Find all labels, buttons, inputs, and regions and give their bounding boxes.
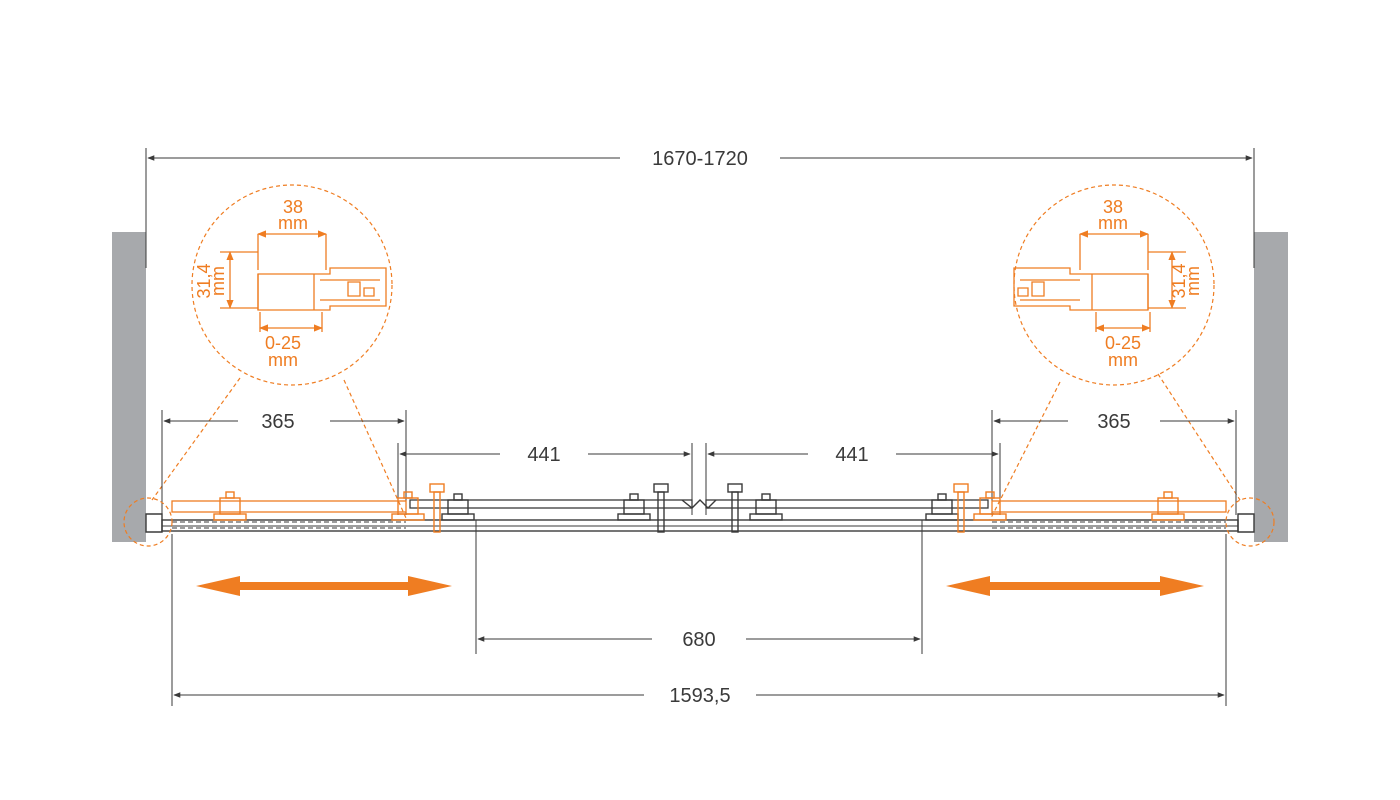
left-fixed-panel: [171, 500, 407, 529]
right-side-dimension: 365: [991, 410, 1237, 515]
profile-width-label: 1593,5: [669, 685, 730, 707]
overall-width-label: 1670-1720: [652, 148, 748, 170]
door-roller-1: [441, 493, 475, 521]
roller-left-inner: [391, 491, 425, 521]
left-width-value: 38: [283, 197, 303, 217]
profile-width-dimension: 1593,5: [171, 534, 1227, 707]
roller-right-inner: [973, 491, 1007, 521]
left-profile-detail: 38 mm 31,4 mm 0-25 mm: [151, 184, 407, 519]
right-fixed-panel: [991, 500, 1227, 529]
right-center-dimension: 441: [705, 443, 1001, 515]
right-adjust-value: 0-25: [1105, 333, 1141, 353]
right-side-label: 365: [1097, 411, 1130, 433]
right-width-value: 38: [1103, 197, 1123, 217]
right-width-unit: mm: [1098, 213, 1128, 233]
double-arrow-icon: [946, 576, 1204, 596]
left-height-unit: mm: [208, 266, 228, 296]
left-side-dimension: 365: [161, 410, 407, 515]
left-height-value: 31,4: [194, 263, 214, 298]
left-center-label: 441: [527, 444, 560, 466]
handle-right-panel: [953, 483, 969, 533]
left-sliding-door: [409, 499, 693, 509]
overall-width-dimension: 1670-1720: [145, 148, 1255, 268]
handle-right-door: [727, 483, 743, 533]
left-wall-profile: [145, 513, 163, 533]
handle-left-door: [653, 483, 669, 533]
right-height-unit: mm: [1183, 266, 1203, 296]
left-width-unit: mm: [278, 213, 308, 233]
center-seal: [681, 499, 717, 509]
handle-left-panel: [429, 483, 445, 533]
right-sliding-arrow: [946, 576, 1204, 596]
door-roller-3: [749, 493, 783, 521]
right-wall-profile: [1237, 513, 1255, 533]
left-sliding-arrow: [196, 576, 452, 596]
roller-left-outer: [213, 491, 247, 521]
left-adjust-unit: mm: [268, 350, 298, 370]
left-center-dimension: 441: [397, 443, 693, 515]
right-height-value: 31,4: [1169, 263, 1189, 298]
opening-dimension: 680: [475, 520, 923, 654]
right-wall: [1254, 232, 1288, 542]
left-wall: [112, 232, 146, 542]
right-center-label: 441: [835, 444, 868, 466]
door-roller-4: [925, 493, 959, 521]
left-side-label: 365: [261, 411, 294, 433]
right-adjust-unit: mm: [1108, 350, 1138, 370]
shower-door-assembly: [123, 483, 1275, 547]
left-adjust-value: 0-25: [265, 333, 301, 353]
right-profile-detail: 38 mm 31,4 mm 0-25 mm: [989, 184, 1241, 521]
door-roller-2: [617, 493, 651, 521]
double-arrow-icon: [196, 576, 452, 596]
opening-label: 680: [682, 629, 715, 651]
right-sliding-door: [705, 499, 989, 509]
roller-right-outer: [1151, 491, 1185, 521]
